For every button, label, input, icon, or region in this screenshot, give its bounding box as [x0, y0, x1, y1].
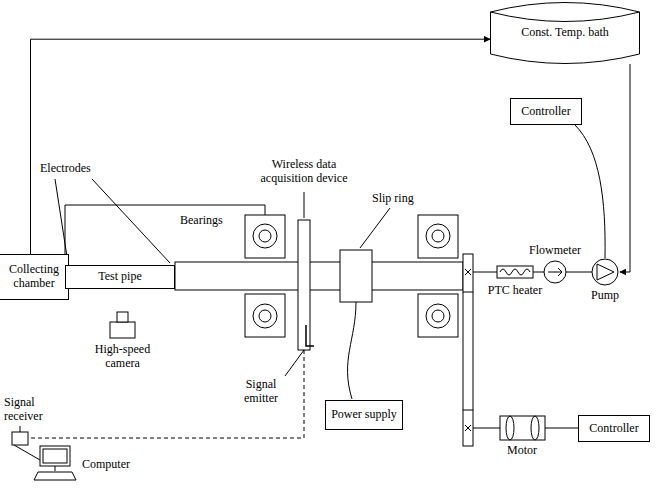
- pump: [592, 259, 618, 285]
- part-label: Bearings: [180, 214, 240, 228]
- enclosure-frame: [65, 205, 265, 266]
- node-text-block: Controller: [589, 422, 638, 436]
- motor-end: [506, 416, 514, 440]
- bearing-symbol: [245, 215, 285, 337]
- signal-receiver: [12, 432, 28, 445]
- pulley-cross: [465, 269, 471, 431]
- leader-line: [360, 208, 390, 248]
- node-text-block: Collecting chamber: [5, 263, 63, 291]
- motor: [500, 416, 545, 440]
- node-text-block: Test pipe: [98, 270, 141, 284]
- slip-ring: [340, 250, 372, 302]
- bearing-symbol: [418, 215, 458, 337]
- camera-body: [110, 322, 135, 338]
- drum-outline-path: [491, 3, 640, 64]
- power-supply-box: Power supply: [325, 400, 403, 430]
- part-label: High-speed camera: [85, 343, 160, 371]
- power-wire: [348, 302, 356, 399]
- leader-line: [92, 179, 170, 263]
- leader-line: [285, 350, 304, 376]
- signal-emitter: [306, 325, 314, 346]
- camera-lens: [117, 312, 128, 322]
- controller-box: Controller: [510, 98, 582, 125]
- node-text-block: Controller: [521, 105, 570, 119]
- part-label: Wireless data acquisition device: [244, 158, 364, 186]
- controller-box: Controller: [578, 415, 650, 442]
- part-label: Flowmeter: [527, 244, 583, 258]
- receiver-antenna: [20, 426, 21, 432]
- part-label: Motor: [497, 444, 547, 458]
- part-label: PTC heater: [485, 284, 545, 298]
- wireless-link: [30, 350, 304, 438]
- node-label: Controller: [589, 422, 638, 436]
- part-label: Computer: [82, 458, 152, 472]
- leader-line: [55, 179, 68, 263]
- pump-triangle: [597, 264, 614, 280]
- node-label: Power supply: [331, 408, 397, 422]
- node-label: Collecting chamber: [5, 263, 63, 291]
- rotating-shaft: [175, 262, 463, 290]
- computer-icon: [14, 445, 76, 480]
- control-wire: [575, 125, 605, 258]
- test-pipe: Test pipe: [65, 265, 175, 289]
- flowmeter-arrow: [548, 268, 562, 276]
- flowmeter: [544, 261, 566, 283]
- node-label: Controller: [521, 105, 570, 119]
- temperature-bath: Const. Temp. bath: [490, 2, 640, 64]
- part-label: Electrodes: [40, 162, 110, 176]
- ptc-heater: [497, 266, 533, 278]
- collecting-chamber: Collecting chamber: [0, 254, 69, 300]
- part-label: Signal receiver: [4, 396, 54, 424]
- return-pipe: [620, 64, 630, 272]
- node-text-block: Const. Temp. bath: [521, 26, 609, 40]
- node-text-block: Power supply: [331, 408, 397, 422]
- pulley: [463, 254, 473, 292]
- part-label: Pump: [585, 289, 625, 303]
- control-wire: [545, 428, 578, 429]
- belt: [473, 292, 474, 410]
- heater-coil: [500, 269, 530, 275]
- part-label: Signal emitter: [236, 378, 286, 406]
- node-label: Const. Temp. bath: [521, 26, 609, 40]
- pipe-connector: [31, 39, 491, 254]
- node-label: Test pipe: [98, 270, 141, 284]
- belt: [463, 292, 464, 410]
- motor-shaft: [473, 428, 500, 429]
- motor-end: [531, 416, 539, 440]
- drum-rim: [491, 12, 640, 22]
- acquisition-device: [298, 220, 310, 350]
- leader-line: [304, 192, 305, 218]
- part-label: Slip ring: [372, 192, 432, 206]
